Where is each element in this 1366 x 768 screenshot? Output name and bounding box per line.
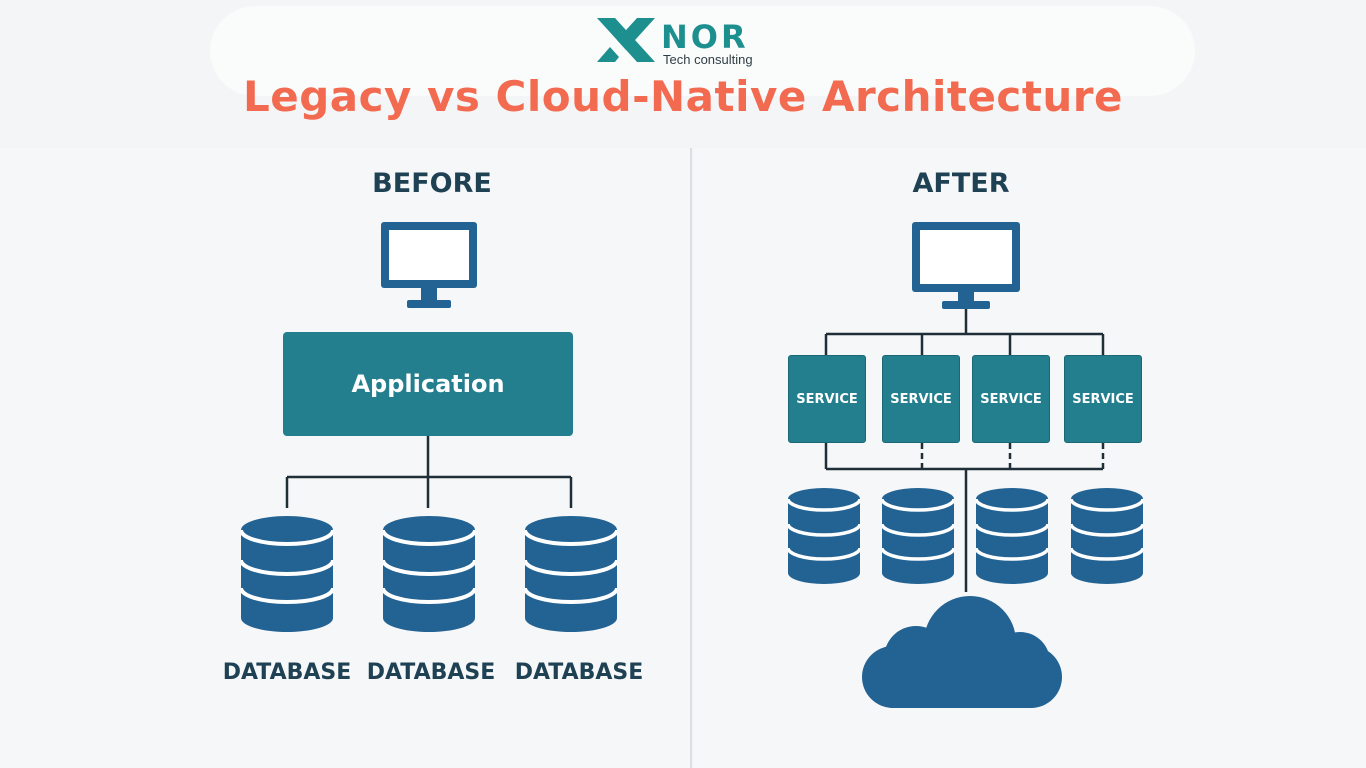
cloud-icon [862,596,1062,708]
after-heading: AFTER [912,168,1010,199]
database-icon [976,488,1048,584]
brand-logo: NOR Tech consulting [595,16,775,68]
service-box: SERVICE [972,355,1050,443]
monitor-icon [381,222,477,308]
xnor-logo-icon [597,18,655,62]
database-icon [383,516,475,632]
service-label: SERVICE [890,391,952,407]
database-icon [788,488,860,584]
panel-divider [690,148,692,768]
brand-name: NOR [661,18,749,56]
database-icon [882,488,954,584]
database-label: DATABASE [222,660,352,685]
service-box: SERVICE [788,355,866,443]
application-label: Application [351,370,505,398]
header-background [210,6,1195,96]
service-label: SERVICE [980,391,1042,407]
before-heading: BEFORE [372,168,492,199]
service-box: SERVICE [882,355,960,443]
brand-tagline: Tech consulting [663,52,753,67]
page-title: Legacy vs Cloud-Native Architecture [242,72,1124,121]
database-label: DATABASE [514,660,644,685]
monitor-icon [912,222,1020,309]
service-box: SERVICE [1064,355,1142,443]
database-icon [1071,488,1143,584]
before-panel [0,148,690,768]
application-box: Application [283,332,573,436]
database-label: DATABASE [366,660,496,685]
service-label: SERVICE [796,391,858,407]
database-icon [525,516,617,632]
service-label: SERVICE [1072,391,1134,407]
database-icon [241,516,333,632]
